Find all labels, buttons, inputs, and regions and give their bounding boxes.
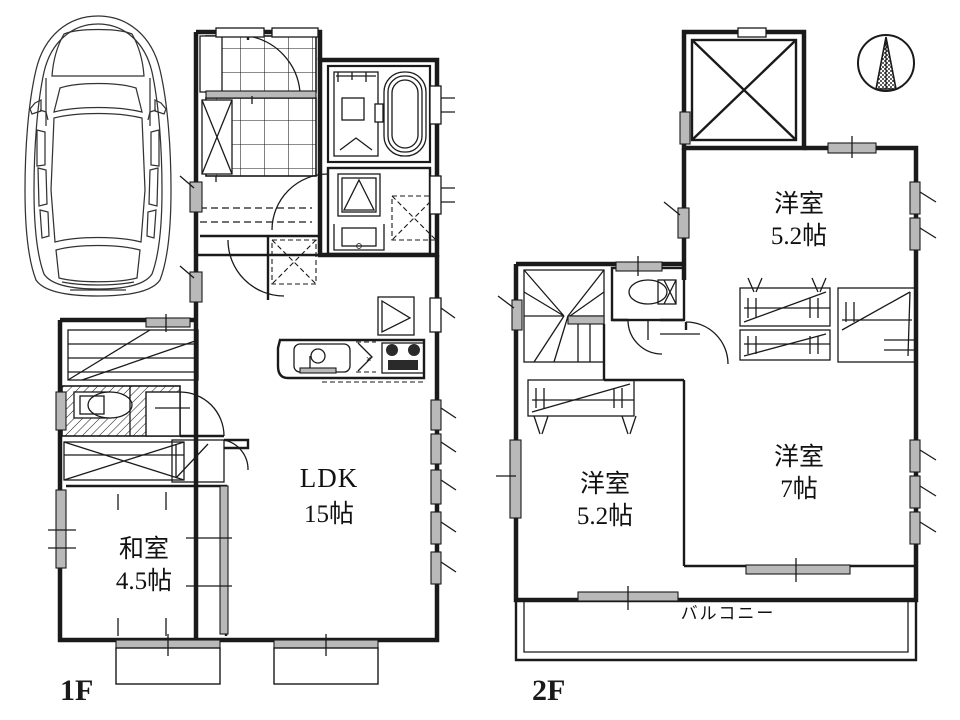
floor-label-1f: 1F xyxy=(60,674,93,707)
second-floor-toilet xyxy=(610,256,686,355)
second-floor-staircase xyxy=(497,269,605,363)
balcony-label: バルコニー xyxy=(681,604,776,624)
second-floor-closets xyxy=(739,277,917,363)
second-floor-room-labels: 洋室 5.2帖 洋室 5.2帖 洋室 7帖 バルコニー xyxy=(577,189,827,624)
room-area-ldk: 15帖 xyxy=(304,500,354,528)
room-label-yoshitsu-east: 洋室 xyxy=(774,442,824,471)
room-label-washitsu: 和室 xyxy=(119,534,169,563)
second-floor-balcony xyxy=(514,586,918,662)
first-floor-right-windows xyxy=(430,399,457,585)
room-label-yoshitsu-north: 洋室 xyxy=(774,189,824,218)
first-floor-closets xyxy=(63,438,250,483)
room-area-yoshitsu-east: 7帖 xyxy=(780,475,818,503)
room-label-yoshitsu-west: 洋室 xyxy=(580,469,630,498)
room-area-yoshitsu-west: 5.2帖 xyxy=(577,502,633,530)
floor-label-2f: 2F xyxy=(532,674,565,707)
second-floor-bedroom-west-closet xyxy=(496,379,637,586)
room-area-yoshitsu-north: 5.2帖 xyxy=(771,222,827,250)
north-arrow-icon xyxy=(857,34,915,92)
svg-text:×: × xyxy=(366,354,371,364)
first-floor-hallway xyxy=(179,175,320,303)
second-floor-hallway xyxy=(602,321,729,382)
first-floor-room-labels: 和室 4.5帖 LDK 15帖 xyxy=(116,463,359,595)
kitchen-counter: × xyxy=(276,296,456,383)
first-floor-terraces xyxy=(115,634,379,685)
room-label-ldk: LDK xyxy=(300,463,359,493)
roof-void-area xyxy=(679,27,798,145)
car-illustration xyxy=(24,15,172,297)
room-area-washitsu: 4.5帖 xyxy=(116,567,172,595)
first-floor-staircase xyxy=(67,314,199,381)
bathroom-unit xyxy=(326,64,455,164)
washroom-vanity xyxy=(271,166,455,256)
second-floor-bedroom-north xyxy=(663,136,937,251)
first-floor-toilet xyxy=(55,385,225,438)
entrance-tiled-porch xyxy=(199,27,319,182)
washitsu-room xyxy=(48,484,232,636)
second-floor-bedroom-east xyxy=(682,380,937,582)
